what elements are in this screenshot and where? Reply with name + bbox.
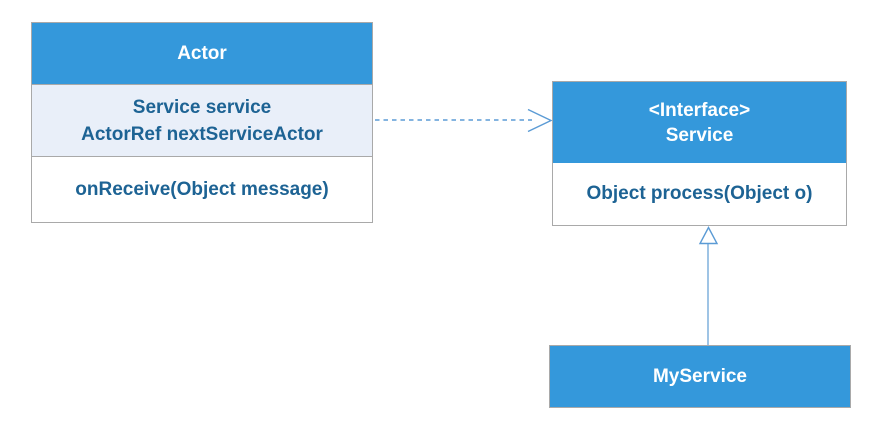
hollow-triangle-arrowhead-icon: [698, 226, 719, 245]
dependency-connector-actor-to-service[interactable]: [375, 108, 553, 133]
class-myservice-title: MyService: [550, 346, 850, 407]
class-myservice-name: MyService: [652, 366, 747, 387]
attribute-row: ActorRef nextServiceActor: [81, 123, 323, 145]
class-actor-attributes-section: Service service ActorRef nextServiceActo…: [32, 84, 372, 157]
class-box-service[interactable]: <Interface> Service Object process(Objec…: [552, 81, 847, 226]
class-service-stereotype: <Interface>: [648, 99, 751, 121]
attribute-row: Service service: [132, 96, 272, 118]
class-actor-title: Actor: [32, 23, 372, 84]
class-box-actor[interactable]: Actor Service service ActorRef nextServi…: [31, 22, 373, 223]
realization-connector-myservice-to-service[interactable]: [698, 226, 719, 346]
class-service-name: Service: [665, 124, 734, 146]
class-actor-name: Actor: [177, 43, 227, 64]
class-service-title: <Interface> Service: [553, 82, 846, 163]
class-actor-methods-section: onReceive(Object message): [32, 157, 372, 222]
method-row: onReceive(Object message): [75, 178, 329, 200]
open-arrowhead-icon: [527, 108, 553, 133]
class-box-myservice[interactable]: MyService: [549, 345, 851, 408]
method-row: Object process(Object o): [586, 183, 813, 204]
class-service-methods-section: Object process(Object o): [553, 163, 846, 225]
